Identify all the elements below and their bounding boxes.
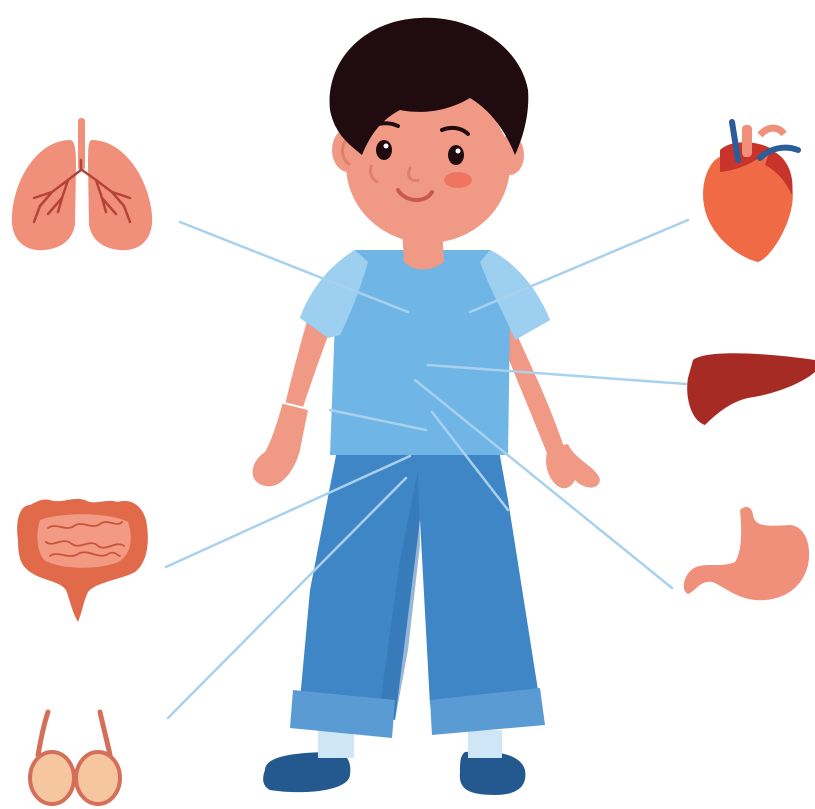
lungs-icon bbox=[12, 118, 152, 250]
stomach-icon bbox=[684, 507, 809, 600]
intestines-icon bbox=[17, 499, 148, 622]
boy-figure bbox=[253, 18, 600, 795]
liver-icon bbox=[687, 353, 815, 425]
heart-icon bbox=[703, 122, 798, 262]
testes-icon bbox=[30, 712, 120, 804]
